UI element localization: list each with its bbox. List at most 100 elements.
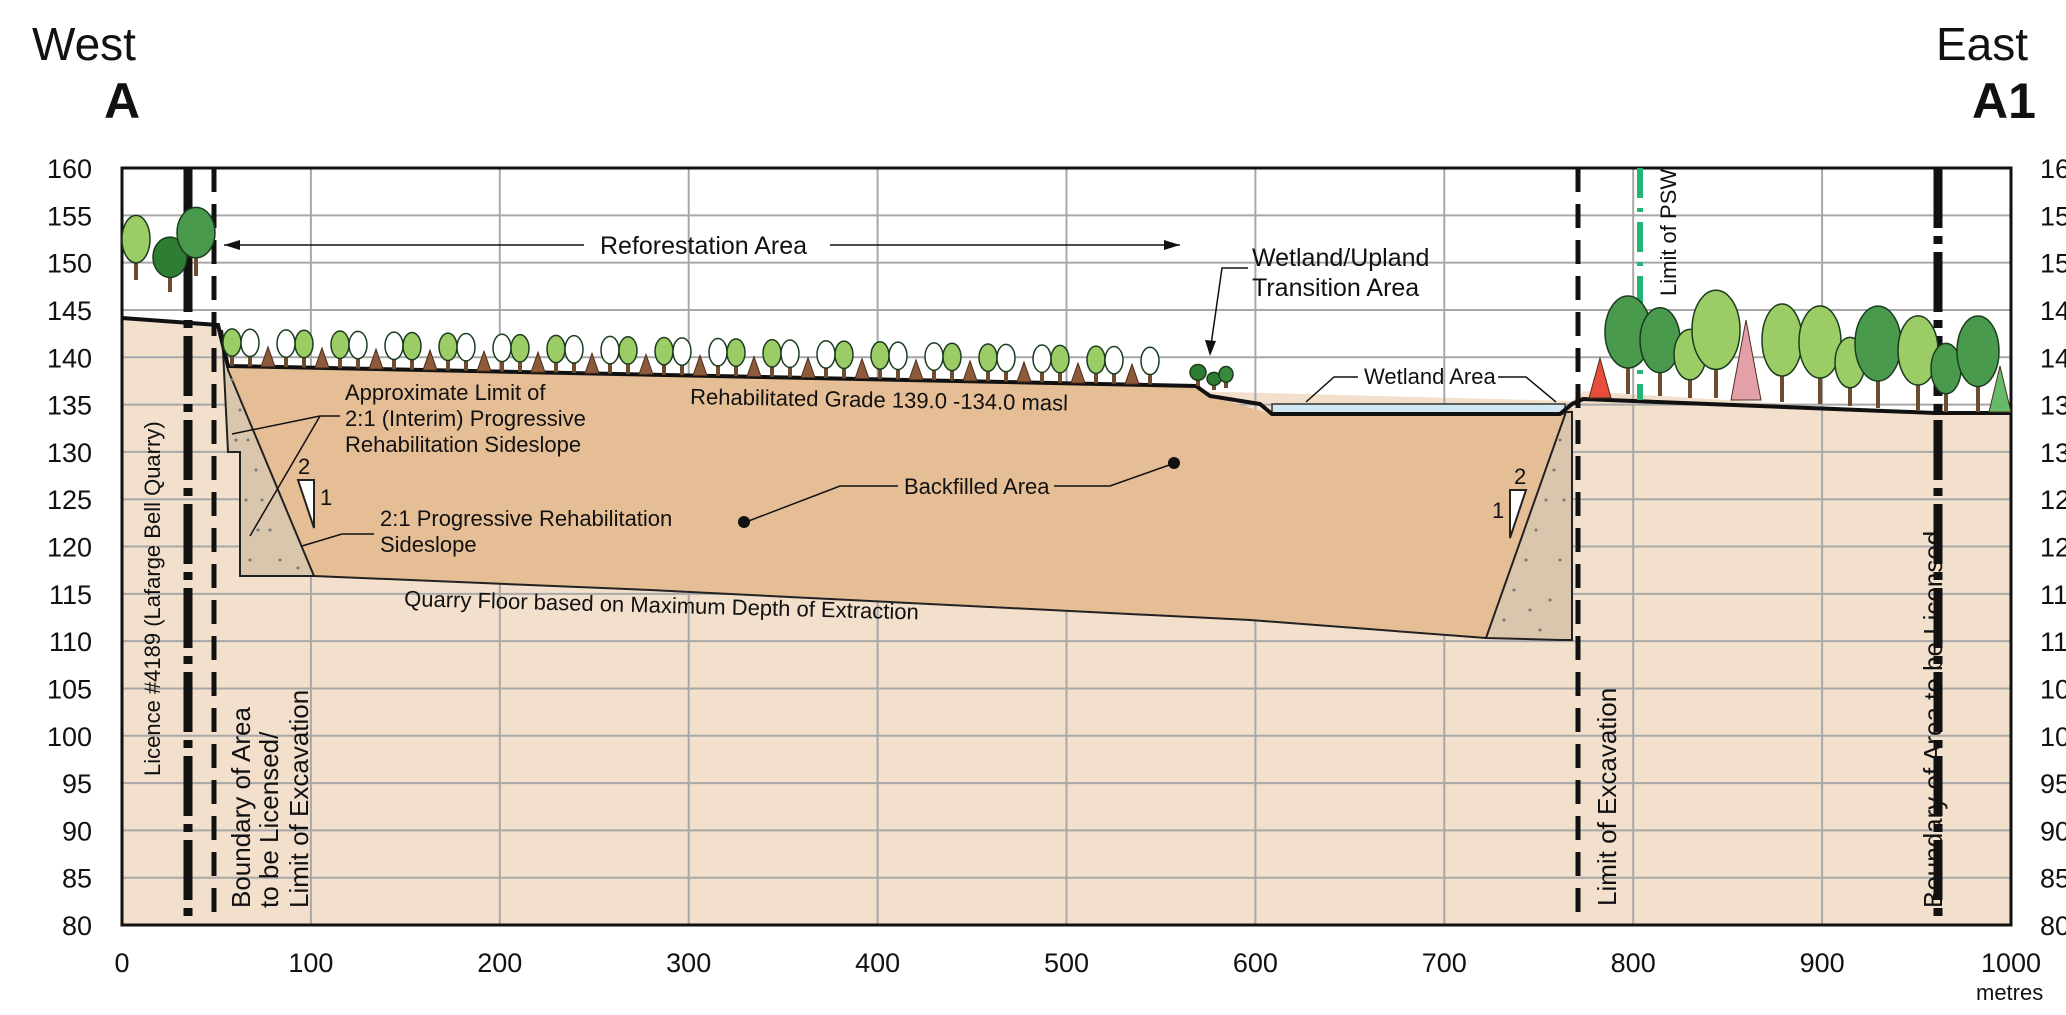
sapling-tree [438, 332, 458, 371]
tree-trunk [1714, 348, 1718, 398]
conifer-crown [1016, 360, 1032, 383]
wetland-upland-label-1: Wetland/Upland [1252, 244, 1429, 272]
limit-excavation-label: Limit of Excavation [1592, 688, 1622, 906]
backfill-area [228, 366, 1572, 638]
sapling-conifer [476, 349, 492, 372]
boundary-west-label-3: Limit of Excavation [284, 690, 314, 908]
tree-crown [600, 335, 620, 365]
tree-crown [942, 342, 962, 372]
tree-crown [1189, 363, 1207, 382]
conifer-crown [1070, 361, 1086, 384]
quarry-floor-line [313, 575, 1487, 639]
tree-trunk [194, 244, 198, 276]
sapling-conifer [260, 345, 276, 368]
sapling-conifer [692, 353, 708, 376]
sapling-tree [456, 332, 476, 371]
tree-trunk [338, 351, 342, 369]
licence-label: Licence #4189 (Lafarge Bell Quarry) [140, 421, 165, 776]
sapling-tree [546, 334, 566, 373]
tree-crown [456, 332, 476, 362]
sapling-conifer [314, 346, 330, 369]
mature-tree [1761, 303, 1803, 402]
y-tick-label-right: 12 [2040, 533, 2066, 563]
tree-crown [816, 339, 836, 369]
reforestation-arrowhead-right [1164, 240, 1180, 250]
east-slope-h: 1 [1492, 498, 1504, 523]
tree-trunk [1780, 357, 1784, 402]
y-tick-label-right: 14 [2040, 343, 2066, 373]
wetland-area-leader-right [1498, 376, 1557, 403]
wetland-upland-leader [1209, 267, 1248, 353]
tree-trunk [410, 352, 414, 370]
backfilled-point-east [1168, 457, 1180, 469]
east-sideslope-stipple [1502, 438, 1566, 632]
backfilled-point-west [738, 516, 750, 528]
sapling-tree [942, 342, 962, 381]
sapling-conifer [422, 348, 438, 371]
tree-crown [834, 340, 854, 370]
conifer-crown [638, 352, 654, 375]
tree-crown [870, 341, 890, 370]
y-tick-label: 105 [47, 674, 92, 704]
wetland-area-label: Wetland Area [1364, 364, 1496, 389]
sapling-conifer [908, 358, 924, 381]
tree-crown [492, 333, 512, 363]
tree-trunk [824, 360, 828, 378]
tree-trunk [1094, 366, 1098, 384]
tree-crown [384, 331, 404, 361]
y-tick-label-right: 95 [2040, 769, 2066, 799]
y-tick-label-right: 80 [2040, 911, 2066, 941]
conifer-crown [692, 353, 708, 376]
tree-crown [1691, 289, 1741, 371]
tree-crown [1140, 346, 1160, 376]
y-tick-label-right: 11 [2040, 627, 2066, 657]
tree-trunk [1818, 359, 1822, 404]
tree-trunk [1976, 367, 1980, 412]
y-tick-label: 150 [47, 249, 92, 279]
mature-tree [121, 214, 151, 280]
tree-crown [888, 341, 908, 371]
east-label: East [1936, 18, 2028, 70]
sapling-tree [654, 336, 674, 375]
approx-limit-label-2: 2:1 (Interim) Progressive [345, 406, 586, 431]
sapling-tree [672, 337, 692, 376]
sapling-conifer [746, 355, 762, 378]
y-tick-label: 130 [47, 438, 92, 468]
wetland-upland-arrowhead [1205, 340, 1216, 356]
y-tick-label-right: 85 [2040, 864, 2066, 894]
conifer-crown [908, 358, 924, 381]
y-tick-label-right: 14 [2040, 296, 2066, 326]
tree-trunk [842, 361, 846, 379]
wetland-area-leader-left [1305, 376, 1358, 403]
tree-crown [176, 206, 216, 259]
conifer-crown [314, 346, 330, 369]
tree-trunk [662, 357, 666, 375]
tree-crown [276, 329, 296, 359]
tree-trunk [770, 359, 774, 377]
tree-trunk [1040, 365, 1044, 383]
sapling-conifer [368, 347, 384, 370]
conifer-crown [1730, 319, 1762, 401]
tree-trunk [554, 355, 558, 373]
sapling-tree [384, 331, 404, 370]
tree-trunk [1004, 364, 1008, 382]
y-tick-label-right: 12 [2040, 485, 2066, 515]
tree-crown [618, 336, 638, 365]
tree-trunk [1626, 349, 1630, 394]
west-sideslope-stipple [230, 378, 300, 570]
mature-conifer [1588, 356, 1612, 399]
x-tick-label: 600 [1233, 948, 1278, 978]
mature-tree [1798, 305, 1842, 404]
x-unit-label: metres [1976, 980, 2043, 1005]
y-tick-label-right: 90 [2040, 816, 2066, 846]
west-label: West [32, 18, 136, 70]
tree-trunk [626, 356, 630, 374]
y-tick-label-right: 10 [2040, 674, 2066, 704]
tree-trunk [716, 358, 720, 376]
sapling-tree [492, 333, 512, 372]
y-axis-left: 1601551501451401351301251201151101051009… [47, 154, 92, 941]
tree-crown [402, 331, 422, 361]
tree-crown [654, 336, 674, 366]
x-tick-label: 800 [1611, 948, 1656, 978]
